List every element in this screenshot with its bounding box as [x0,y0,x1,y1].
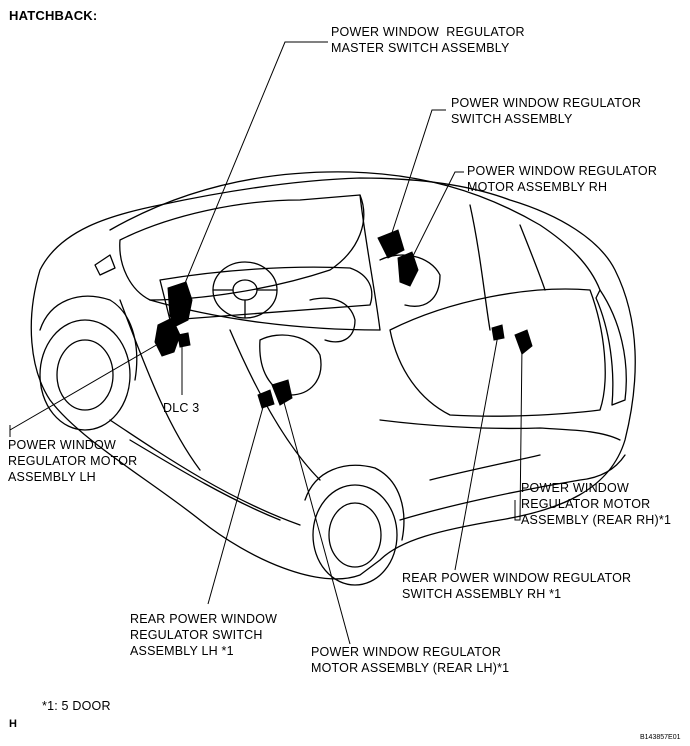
leader-regulator-switch [387,109,446,246]
leader-motor-lh [9,339,166,437]
leader-motor-rh [404,171,464,273]
leader-rear-switch-lh [207,399,266,605]
rear-switch-rh-component [491,324,505,341]
front-door-line [119,299,201,471]
motor-rear-rh-component [514,329,533,355]
leader-motor-rear-lh [281,394,351,645]
label-master-switch: POWER WINDOW REGULATOR MASTER SWITCH ASS… [331,25,525,55]
rear-window [389,288,606,417]
dashboard [159,266,373,321]
label-motor-rear-lh: POWER WINDOW REGULATOR MOTOR ASSEMBLY (R… [311,645,510,675]
regulator-switch-component [377,229,405,259]
section-title: HATCHBACK: [9,8,98,23]
rear-wheel [312,484,398,586]
label-regulator-switch: POWER WINDOW REGULATOR SWITCH ASSEMBLY [451,96,642,126]
rear-door [379,419,621,441]
leader-master-switch [177,41,328,301]
label-motor-rh: POWER WINDOW REGULATOR MOTOR ASSEMBLY RH [467,164,658,194]
front-seat [259,334,322,396]
label-rear-switch-lh: REAR POWER WINDOW REGULATOR SWITCH ASSEM… [130,612,278,658]
motor-lh-component [154,317,181,357]
side-mirror [94,254,116,276]
leader-motor-rear-rh [514,344,523,521]
figure-id: B143857E01 [640,734,681,741]
corner-mark: H [9,718,18,730]
rear-bumper [399,454,626,521]
dlc3-component [177,332,191,348]
rear-seat [379,254,441,307]
roof-line [109,171,601,291]
label-dlc3: DLC 3 [163,401,200,415]
windshield [119,194,365,301]
leader-rear-switch-rh [454,334,499,571]
car-body-outline [30,177,636,580]
label-motor-rear-rh: POWER WINDOW REGULATOR MOTOR ASSEMBLY (R… [521,481,672,527]
rear-door-line [229,329,321,481]
taillight [595,289,627,406]
rear-switch-lh-component [257,389,275,409]
front-wheel [39,319,131,431]
footnote: *1: 5 DOOR [42,699,111,713]
label-rear-switch-rh: REAR POWER WINDOW REGULATOR SWITCH ASSEM… [402,571,632,601]
label-motor-lh: POWER WINDOW REGULATOR MOTOR ASSEMBLY LH [8,438,138,484]
motor-rear-lh-component [271,379,293,406]
motor-rh-component [397,251,419,287]
